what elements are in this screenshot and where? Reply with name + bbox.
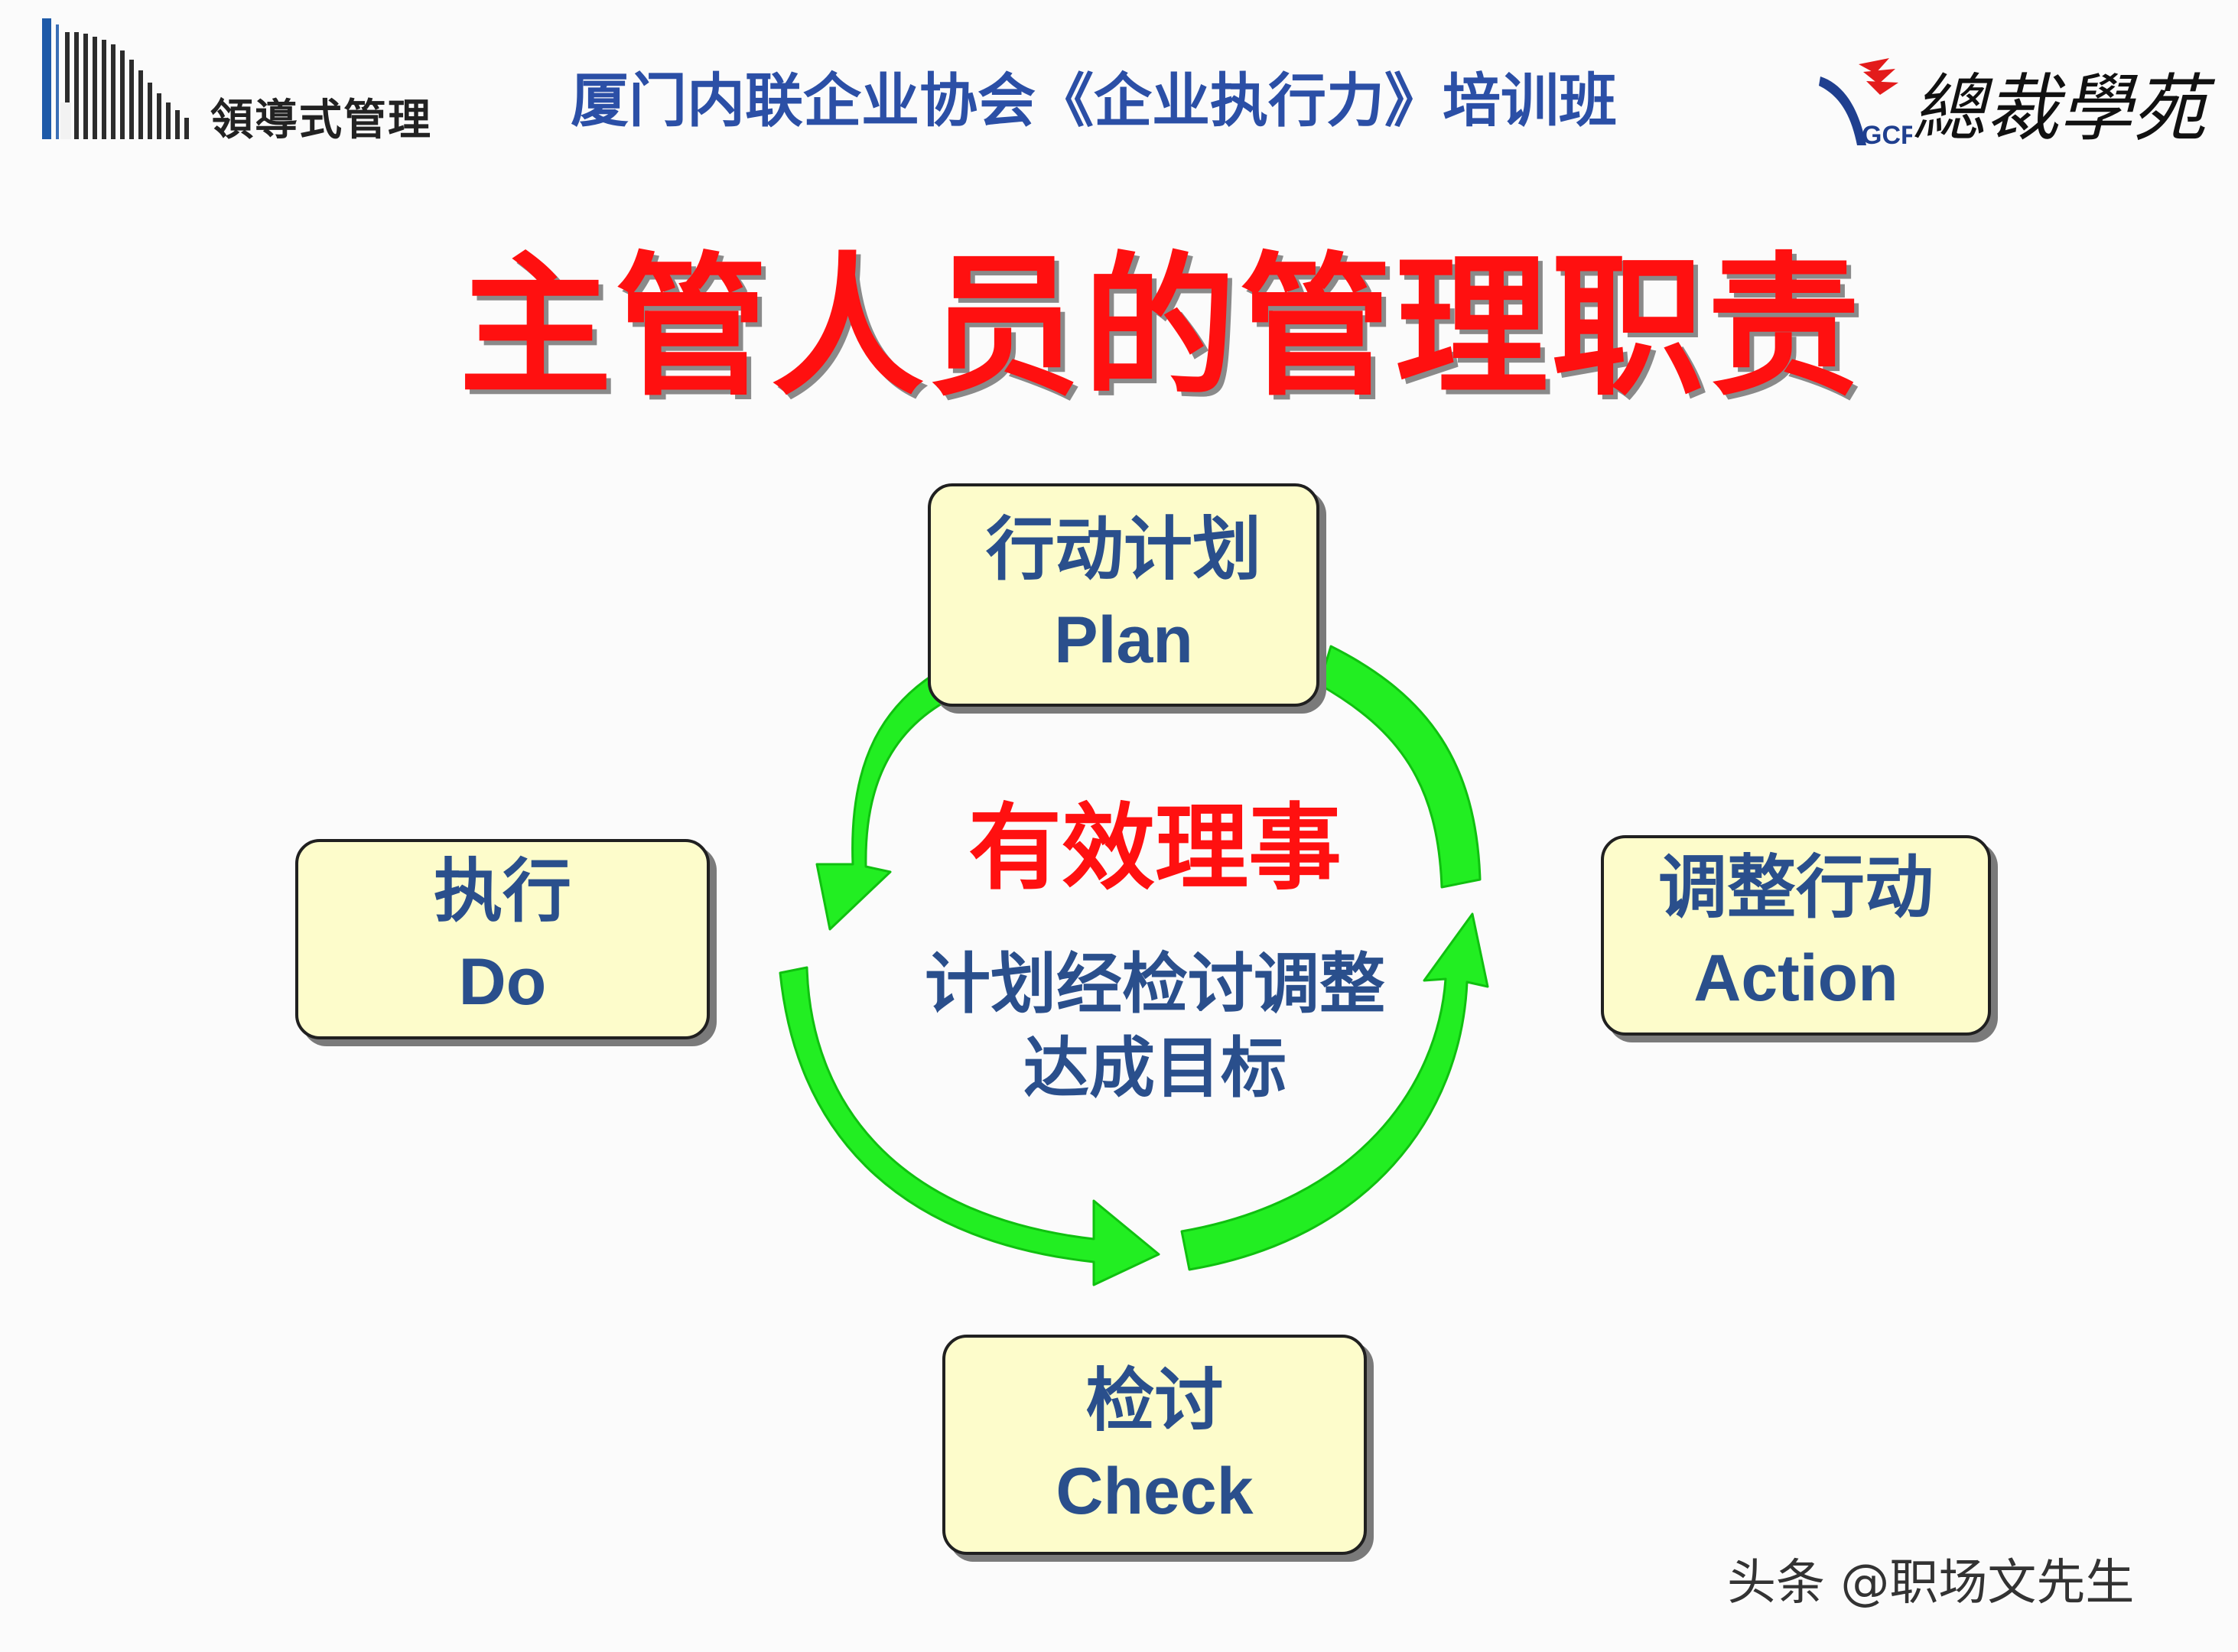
center-line-2: 达成目标 (1023, 1030, 1287, 1107)
do-en-label: Do (458, 945, 547, 1019)
check-en-label: Check (1056, 1455, 1254, 1528)
plan-en-label: Plan (1054, 603, 1193, 677)
arrow-plan-to-do (815, 660, 965, 931)
header-title: 厦门内联企业协会《企业执行力》培训班 (571, 67, 1617, 135)
action-en-label: Action (1693, 941, 1898, 1015)
left-logo: 領導式管理 (42, 17, 470, 147)
action-zh-label: 调整行动 (1658, 847, 1934, 928)
do-zh-label: 执行 (434, 851, 571, 932)
action-box: 调整行动 Action (1601, 835, 1991, 1036)
center-headline: 有效理事 (968, 794, 1342, 902)
watermark: 头条 @职场文先生 (1727, 1555, 2135, 1611)
plan-box: 行动计划 Plan (928, 483, 1319, 707)
center-line-1: 计划经检讨调整 (925, 946, 1385, 1023)
check-box: 检讨 Check (942, 1335, 1367, 1555)
check-zh-label: 检讨 (1085, 1361, 1224, 1441)
gcf-badge: GCF (1862, 121, 1912, 150)
building-stripes-logo-icon (42, 18, 189, 139)
left-logo-text: 領導式管理 (210, 96, 432, 145)
center-description: 计划经检讨调整 达成目标 (857, 942, 1453, 1111)
arrow-check-to-action (1180, 912, 1489, 1271)
right-logo-text: 總裁學苑 (1912, 66, 2206, 151)
main-title: 主管人员的管理职责 (459, 239, 1864, 417)
gcf-swoosh-logo-icon: GCF (1819, 58, 1912, 150)
right-logo: GCF 總裁學苑 (1813, 46, 2210, 153)
arrow-action-to-plan (1318, 645, 1482, 889)
arrow-do-to-check (779, 966, 1160, 1286)
do-box: 执行 Do (295, 839, 710, 1039)
plan-zh-label: 行动计划 (986, 509, 1261, 590)
